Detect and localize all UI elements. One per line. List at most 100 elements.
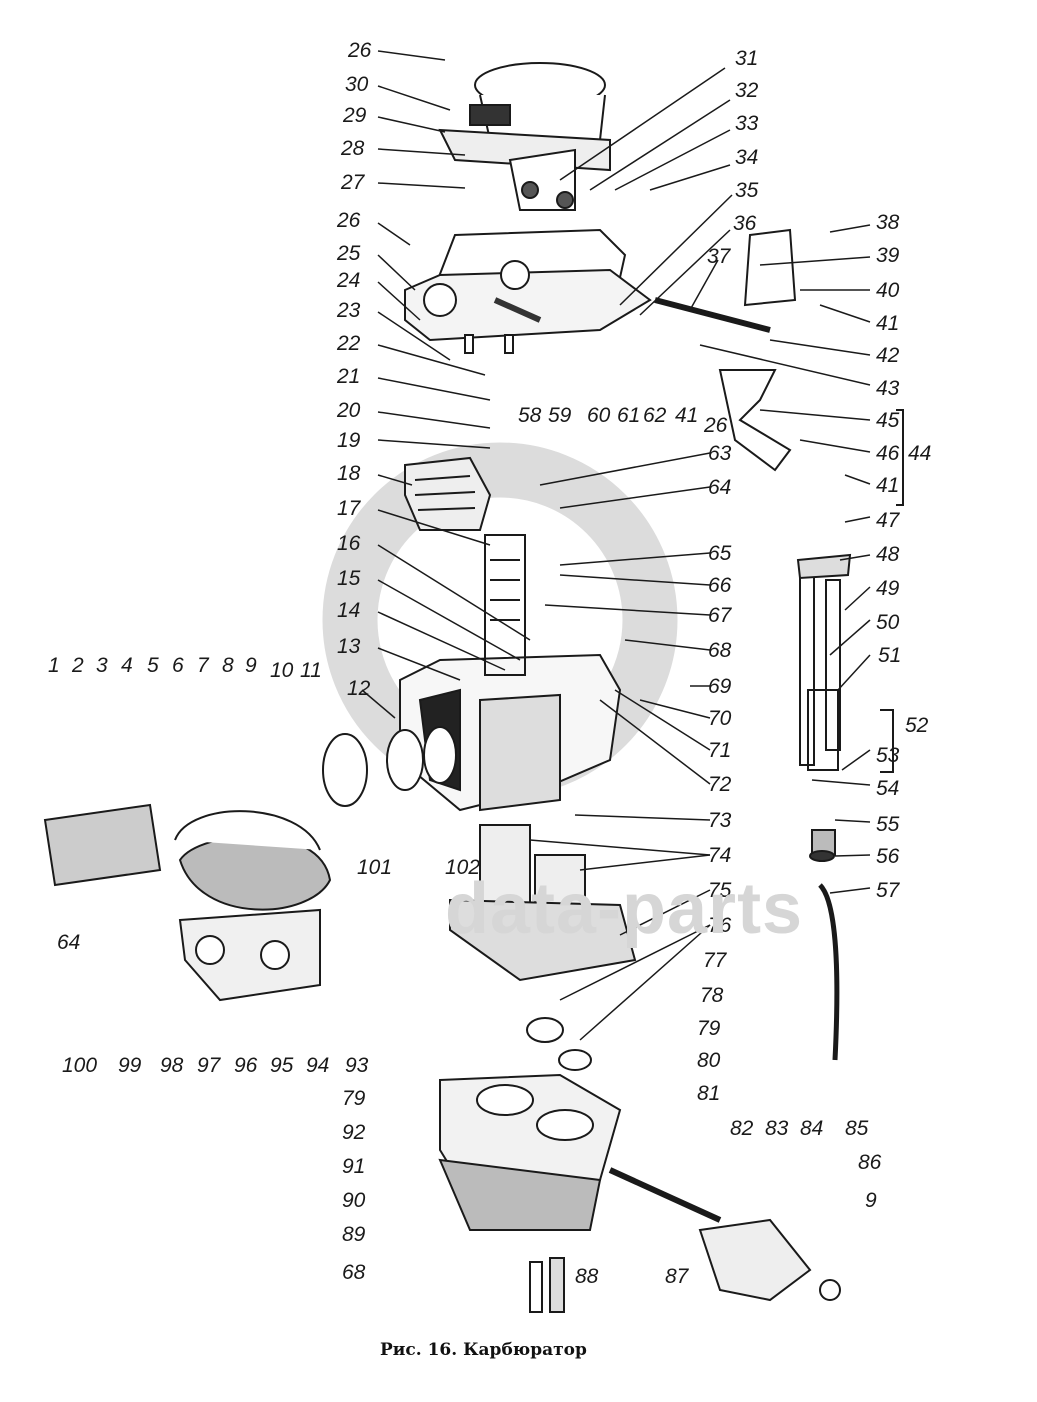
part-label: 57 (876, 879, 900, 902)
part-label: 28 (341, 137, 365, 160)
part-label: 95 (270, 1054, 294, 1077)
part-label: 26 (337, 209, 361, 232)
mixing-chambers (322, 726, 637, 982)
part-label: 96 (234, 1054, 258, 1077)
part-label: 18 (337, 462, 361, 485)
part-label: 13 (337, 635, 361, 658)
part-label: 76 (708, 914, 732, 937)
part-label: 64 (708, 476, 732, 499)
part-label: 93 (345, 1054, 369, 1077)
part-label: 40 (876, 279, 900, 302)
part-label: 46 (876, 442, 900, 465)
part-label: 87 (665, 1265, 689, 1288)
part-label: 34 (735, 146, 759, 169)
part-label: 68 (708, 639, 732, 662)
part-label: 15 (337, 567, 361, 590)
part-label: 59 (548, 404, 572, 427)
part-label: 30 (345, 73, 369, 96)
part-label: 99 (118, 1054, 142, 1077)
part-label: 37 (707, 245, 731, 268)
figure-caption: Рис. 16. Карбюратор (380, 1340, 587, 1360)
part-label: 62 (643, 404, 667, 427)
part-label: 48 (876, 543, 900, 566)
part-label: 4 (121, 654, 133, 677)
part-label: 75 (708, 879, 732, 902)
part-label: 44 (908, 442, 932, 465)
part-label: 102 (445, 856, 481, 879)
part-label: 100 (62, 1054, 98, 1077)
part-label: 66 (708, 574, 732, 597)
part-label: 17 (337, 497, 361, 520)
part-label: 31 (735, 47, 759, 70)
part-label: 19 (337, 429, 361, 452)
part-label: 3 (96, 654, 108, 677)
part-label: 77 (703, 949, 727, 972)
part-label: 67 (708, 604, 732, 627)
part-label: 38 (876, 211, 900, 234)
part-label: 45 (876, 409, 900, 432)
part-label: 39 (876, 244, 900, 267)
part-label: 90 (342, 1189, 366, 1212)
part-label: 12 (347, 677, 371, 700)
part-label: 10 (270, 659, 294, 682)
part-label: 72 (708, 773, 732, 796)
part-label: 9 (245, 654, 257, 677)
part-label: 92 (342, 1121, 366, 1144)
part-label: 43 (876, 377, 900, 400)
part-label: 82 (730, 1117, 754, 1140)
part-label: 51 (878, 644, 902, 667)
part-label: 73 (708, 809, 732, 832)
part-label: 21 (337, 365, 361, 388)
part-label: 58 (518, 404, 542, 427)
bracket-44 (896, 409, 904, 506)
part-label: 71 (708, 739, 732, 762)
part-label: 97 (197, 1054, 221, 1077)
part-label: 52 (905, 714, 929, 737)
part-label: 6 (172, 654, 184, 677)
part-label: 98 (160, 1054, 184, 1077)
part-label: 54 (876, 777, 900, 800)
part-label: 63 (708, 442, 732, 465)
part-label: 80 (697, 1049, 721, 1072)
part-label: 35 (735, 179, 759, 202)
part-label: 14 (337, 599, 361, 622)
part-label: 8 (222, 654, 234, 677)
bracket-52 (880, 709, 894, 773)
part-label: 65 (708, 542, 732, 565)
part-label: 1 (48, 654, 60, 677)
part-label: 74 (708, 844, 732, 867)
part-label: 50 (876, 611, 900, 634)
part-label: 78 (700, 984, 724, 1007)
diaphragm-cover (43, 803, 332, 1002)
part-label: 79 (342, 1087, 366, 1110)
part-label: 29 (343, 104, 367, 127)
part-label: 41 (675, 404, 699, 427)
part-label: 25 (337, 242, 361, 265)
part-label: 32 (735, 79, 759, 102)
part-label: 61 (617, 404, 641, 427)
air-inlet-cover (438, 62, 611, 211)
part-label: 83 (765, 1117, 789, 1140)
watermark-text: data-parts (445, 869, 804, 949)
leader-lines (361, 50, 871, 1041)
part-label: 41 (876, 474, 900, 497)
part-label: 26 (704, 414, 728, 437)
part-label: 86 (858, 1151, 882, 1174)
throttle-body (438, 1017, 841, 1313)
part-label: 7 (197, 654, 209, 677)
part-label: 47 (876, 509, 900, 532)
part-label: 5 (147, 654, 159, 677)
part-label: 56 (876, 845, 900, 868)
part-label: 36 (733, 212, 757, 235)
part-label: 60 (587, 404, 611, 427)
part-label: 91 (342, 1155, 366, 1178)
part-label: 24 (337, 269, 361, 292)
part-label: 84 (800, 1117, 824, 1140)
part-label: 69 (708, 675, 732, 698)
part-label: 85 (845, 1117, 869, 1140)
part-label: 68 (342, 1261, 366, 1284)
part-label: 26 (348, 39, 372, 62)
part-label: 41 (876, 312, 900, 335)
part-label: 11 (300, 659, 322, 682)
